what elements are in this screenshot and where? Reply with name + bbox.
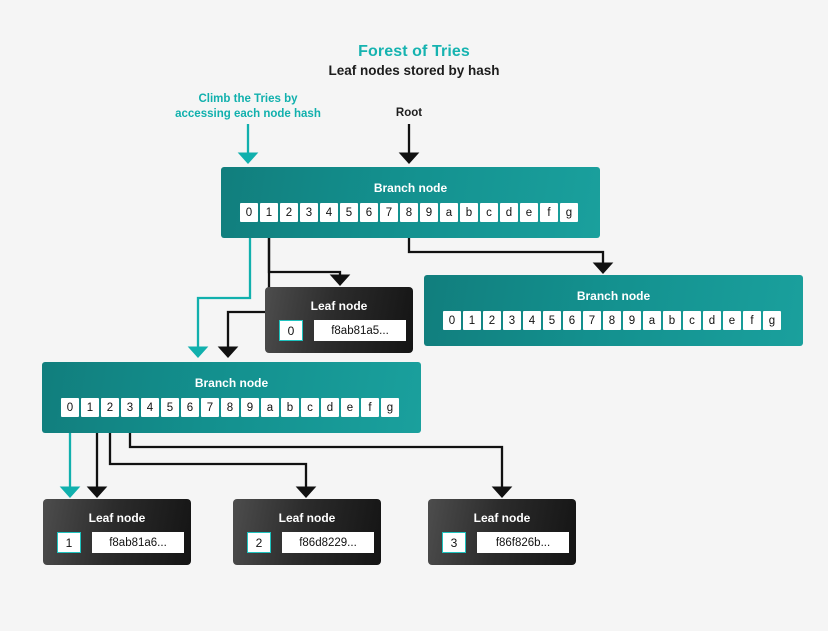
wire-left2-to-leaf2 xyxy=(108,428,317,498)
leaf-node-2[interactable]: Leaf node 2 f86d8229... xyxy=(233,499,381,565)
nibble-cell-e[interactable]: e xyxy=(520,203,538,222)
leaf-node-2-row: 2 f86d8229... xyxy=(247,532,374,553)
leaf-node-1-key[interactable]: 1 xyxy=(57,532,81,553)
leaf-node-3[interactable]: Leaf node 3 f86f826b... xyxy=(428,499,576,565)
nibble-cell-c[interactable]: c xyxy=(683,311,701,330)
leaf-node-3-value[interactable]: f86f826b... xyxy=(477,532,569,553)
leaf-node-top-key[interactable]: 0 xyxy=(279,320,303,341)
leaf-node-2-key[interactable]: 2 xyxy=(247,532,271,553)
nibble-cell-2[interactable]: 2 xyxy=(483,311,501,330)
nibble-cell-4[interactable]: 4 xyxy=(523,311,541,330)
leaf-node-top-value[interactable]: f8ab81a5... xyxy=(314,320,406,341)
nibble-cell-3[interactable]: 3 xyxy=(121,398,139,417)
nibble-cell-0[interactable]: 0 xyxy=(240,203,258,222)
nibble-cell-6[interactable]: 6 xyxy=(360,203,378,222)
branch-node-root-label: Branch node xyxy=(373,181,448,195)
nibble-cell-5[interactable]: 5 xyxy=(543,311,561,330)
leaf-node-3-row: 3 f86f826b... xyxy=(442,532,569,553)
nibble-cell-9[interactable]: 9 xyxy=(623,311,641,330)
leaf-node-top-label: Leaf node xyxy=(310,299,368,313)
nibble-cell-f[interactable]: f xyxy=(743,311,761,330)
page-title: Forest of Tries xyxy=(358,43,470,60)
nibble-cell-d[interactable]: d xyxy=(500,203,518,222)
nibble-cell-5[interactable]: 5 xyxy=(340,203,358,222)
nibble-cell-3[interactable]: 3 xyxy=(300,203,318,222)
leaf-node-top[interactable]: Leaf node 0 f8ab81a5... xyxy=(265,287,413,353)
leaf-node-3-key[interactable]: 3 xyxy=(442,532,466,553)
wire-left3-to-leaf3 xyxy=(128,428,513,498)
nibble-cell-g[interactable]: g xyxy=(763,311,781,330)
leaf-node-3-label: Leaf node xyxy=(473,511,531,525)
page-subtitle: Leaf nodes stored by hash xyxy=(328,63,500,78)
nibble-cell-2[interactable]: 2 xyxy=(280,203,298,222)
leaf-node-2-label: Leaf node xyxy=(278,511,336,525)
nibble-cell-2[interactable]: 2 xyxy=(101,398,119,417)
nibble-cell-a[interactable]: a xyxy=(643,311,661,330)
wire-root0-to-branch-left xyxy=(187,222,252,358)
nibble-cell-8[interactable]: 8 xyxy=(221,398,239,417)
nibble-cell-a[interactable]: a xyxy=(261,398,279,417)
wire-root1-to-branch-left xyxy=(217,222,271,358)
leaf-node-1-value[interactable]: f8ab81a6... xyxy=(92,532,184,553)
nibble-cell-0[interactable]: 0 xyxy=(443,311,461,330)
nibble-cell-d[interactable]: d xyxy=(703,311,721,330)
leaf-node-top-row: 0 f8ab81a5... xyxy=(279,320,406,341)
nibble-cell-6[interactable]: 6 xyxy=(181,398,199,417)
nibble-cell-8[interactable]: 8 xyxy=(400,203,418,222)
nibble-cell-9[interactable]: 9 xyxy=(420,203,438,222)
root-annotation: Root xyxy=(395,107,423,119)
branch-node-left-label: Branch node xyxy=(194,376,269,390)
nibble-cell-d[interactable]: d xyxy=(321,398,339,417)
nibble-cell-b[interactable]: b xyxy=(663,311,681,330)
climb-annotation: Climb the Tries by accessing each node h… xyxy=(175,93,321,120)
nibble-cell-f[interactable]: f xyxy=(361,398,379,417)
nibble-cell-8[interactable]: 8 xyxy=(603,311,621,330)
leaf-node-1-label: Leaf node xyxy=(88,511,146,525)
nibble-cell-9[interactable]: 9 xyxy=(241,398,259,417)
nibble-cell-4[interactable]: 4 xyxy=(141,398,159,417)
nibble-cell-b[interactable]: b xyxy=(281,398,299,417)
nibble-cell-1[interactable]: 1 xyxy=(260,203,278,222)
nibble-cell-7[interactable]: 7 xyxy=(380,203,398,222)
nibble-cell-b[interactable]: b xyxy=(460,203,478,222)
nibble-cell-g[interactable]: g xyxy=(560,203,578,222)
leaf-node-2-value[interactable]: f86d8229... xyxy=(282,532,374,553)
nibble-cell-4[interactable]: 4 xyxy=(320,203,338,222)
nibble-cell-e[interactable]: e xyxy=(723,311,741,330)
nibble-cell-0[interactable]: 0 xyxy=(61,398,79,417)
branch-node-right-label: Branch node xyxy=(576,289,651,303)
nibble-cell-3[interactable]: 3 xyxy=(503,311,521,330)
nibble-cell-7[interactable]: 7 xyxy=(583,311,601,330)
nibble-cell-7[interactable]: 7 xyxy=(201,398,219,417)
nibble-cell-1[interactable]: 1 xyxy=(463,311,481,330)
nibble-cell-g[interactable]: g xyxy=(381,398,399,417)
nibble-cell-1[interactable]: 1 xyxy=(81,398,99,417)
nibble-cell-e[interactable]: e xyxy=(341,398,359,417)
wire-root-to-leaf-top xyxy=(267,222,351,286)
nibble-cell-5[interactable]: 5 xyxy=(161,398,179,417)
nibble-cell-c[interactable]: c xyxy=(301,398,319,417)
leaf-node-1[interactable]: Leaf node 1 f8ab81a6... xyxy=(43,499,191,565)
nibble-cell-a[interactable]: a xyxy=(440,203,458,222)
nibble-cell-6[interactable]: 6 xyxy=(563,311,581,330)
leaf-node-1-row: 1 f8ab81a6... xyxy=(57,532,184,553)
nibble-cell-c[interactable]: c xyxy=(480,203,498,222)
nibble-cell-f[interactable]: f xyxy=(540,203,558,222)
